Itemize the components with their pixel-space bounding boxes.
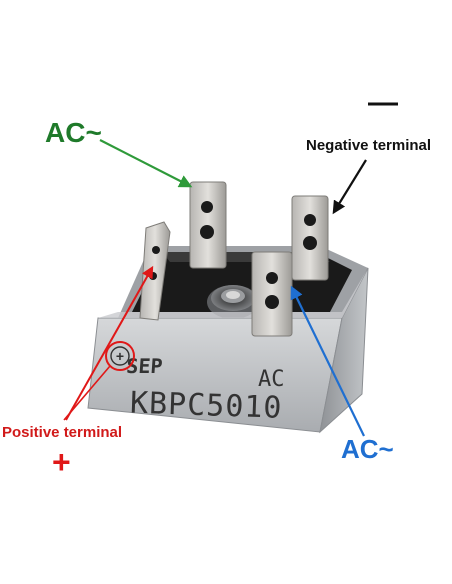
pin-negative [291,195,329,281]
arrow-ac-right [290,285,365,437]
body-markings: + SEP AC KBPC5010 [110,346,285,426]
arrow-positive-mark [63,365,111,421]
negative-terminal-label: Negative terminal [306,137,432,154]
pin-ac-left [189,181,227,269]
plus-mark: + [116,348,124,364]
part-number: KBPC5010 [129,386,283,426]
logo-mark: SEP [126,354,164,378]
pin-ac-right [251,251,293,337]
ac-left-label: AC~ [45,117,102,148]
plus-mark-circle [110,346,130,366]
arrow-positive-pin [65,265,154,421]
ac-right-label: AC~ [341,434,394,464]
positive-callout-circle [105,341,135,371]
positive-terminal-label: Positive terminal [2,424,123,441]
arrow-ac-left [99,139,193,188]
negative-sign: — [368,86,398,119]
ac-mark: AC [258,367,285,392]
arrow-negative [332,159,367,215]
pin-positive [139,221,171,321]
positive-sign: + [52,444,71,480]
